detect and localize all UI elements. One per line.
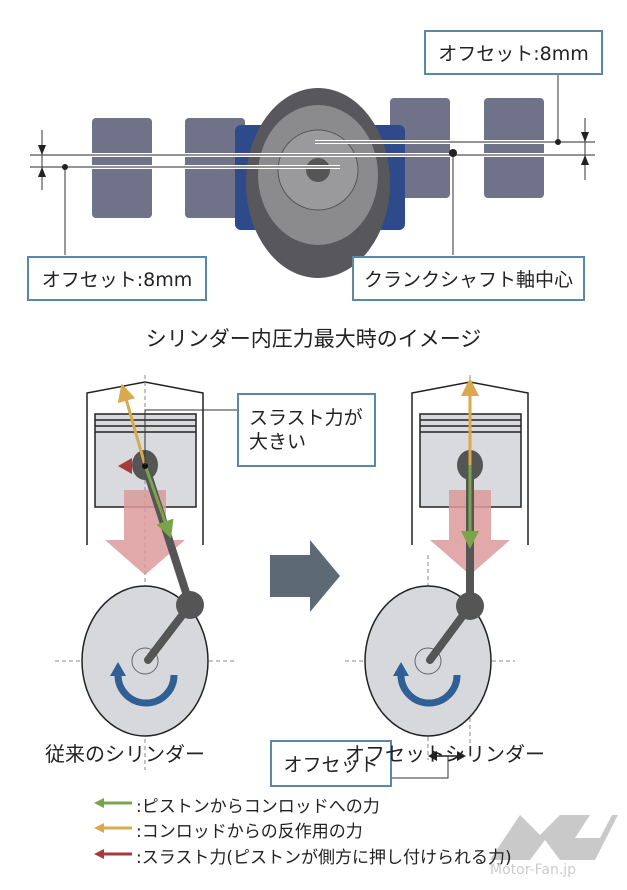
legend-item-orange: :コンロッドからの反作用の力 [136,822,363,842]
engine-drawing [92,88,544,278]
caption-offset: オフセットシリンダー [345,742,545,766]
offset-callout: オフセット [270,740,392,787]
diagram-title: シリンダー内圧力最大時のイメージ [145,327,482,351]
caption-conventional: 従来のシリンダー [45,742,205,766]
thrust-callout: スラスト力が 大きい [237,393,376,467]
thrust-callout-line2: 大きい [249,431,307,453]
crank-center-label: クランクシャフト軸中心 [352,256,585,301]
offset-label-right: オフセット:8mm [424,30,603,75]
thrust-callout-line1: スラスト力が [249,407,363,429]
watermark-logo [490,815,618,860]
legend-item-red: :スラスト力(ピストンが側方に押し付けられる力) [136,848,512,868]
watermark-text: Motor-Fan.jp [490,862,577,878]
offset-label-left: オフセット:8mm [27,256,207,301]
legend-item-green: :ピストンからコンロッドへの力 [136,797,380,817]
transition-arrow-icon [270,540,340,612]
